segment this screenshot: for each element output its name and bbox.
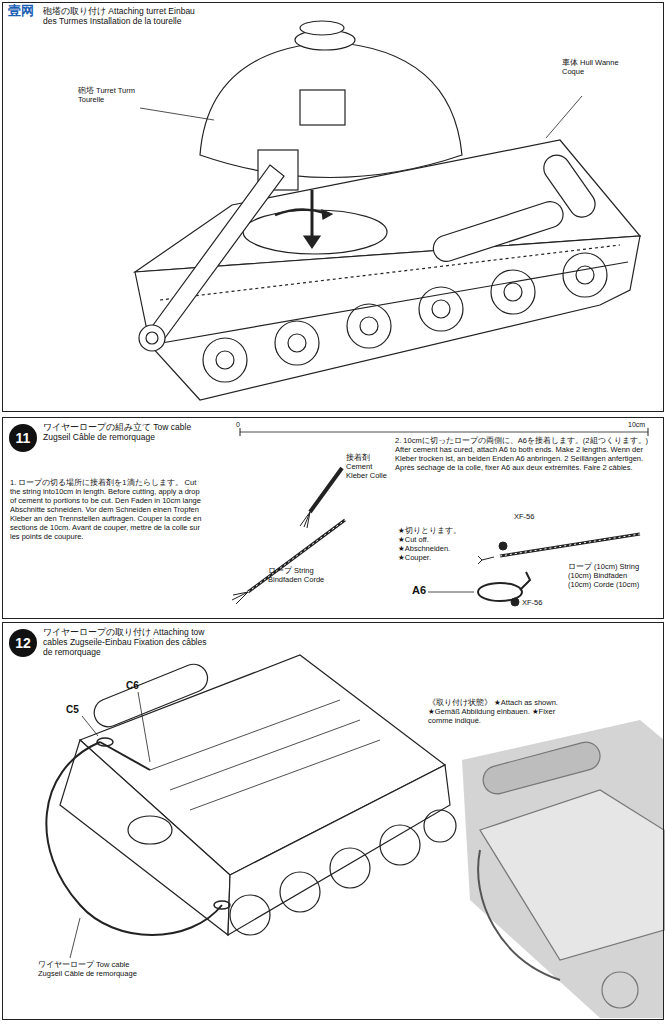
drawing-stroke (82, 716, 98, 736)
tank-rear-step (46, 655, 664, 1018)
drawing-stroke (214, 901, 230, 909)
drawing-stroke (500, 534, 640, 556)
step-heading: ワイヤーロープの取り付け Attaching tow cables Zugsei… (43, 627, 213, 657)
step-number-text: 11 (16, 430, 31, 446)
drawing-stroke (330, 848, 370, 888)
drawing-stroke (360, 317, 378, 335)
drawing-stroke (146, 332, 158, 344)
drawing-stroke (576, 266, 594, 284)
drawing-stroke (200, 42, 462, 178)
drawing-stroke (216, 351, 234, 369)
drawing-stroke (478, 850, 560, 980)
drawing-stroke (424, 810, 456, 842)
drawing-stroke (428, 592, 474, 593)
drawing-stroke (430, 198, 566, 264)
drawing-stroke (150, 700, 380, 810)
drawing-stroke (499, 542, 507, 550)
drawing-stroke (300, 90, 345, 125)
drawing-stroke (70, 918, 80, 958)
drawing-stroke (248, 520, 345, 592)
drawing-stroke (46, 742, 222, 935)
step-heading: 砲塔の取り付け Attaching turret Einbau des Turm… (43, 6, 203, 26)
drawing-stroke (228, 765, 450, 935)
drawing-stroke (539, 150, 600, 222)
part-label: 車体 Hull Wanne Coque (562, 58, 622, 76)
drawing-stroke (380, 825, 420, 865)
drawing-stroke (300, 512, 310, 528)
drawing-stroke (280, 872, 320, 912)
part-label: C5 (66, 704, 86, 716)
drawing-stroke (203, 338, 247, 382)
drawing-stroke (138, 692, 150, 762)
drawing-stroke (462, 720, 664, 1018)
drawing-stroke (511, 598, 519, 606)
part-label: XF-56 (522, 598, 562, 607)
drawing-stroke (310, 468, 342, 512)
drawing-stroke (243, 210, 387, 254)
part-label: C6 (126, 680, 146, 692)
drawing-stroke (148, 165, 284, 342)
drawing-stroke (97, 738, 113, 746)
part-label: ロープ (10cm) String (10cm) Bindfaden (10cm… (568, 562, 646, 589)
drawing-stroke (491, 270, 535, 314)
part-label: 接着剤 Cement Kleber Colle (346, 453, 396, 480)
drawing-stroke (563, 253, 607, 297)
part-label: 2. 10cmに切ったロープの両側に、A6を接着します。(2組つくります。) A… (395, 436, 657, 472)
drawing-stroke (504, 283, 522, 301)
drawing-stroke (304, 236, 320, 248)
step-number: 12 (9, 629, 37, 657)
drawing-stroke (60, 740, 230, 935)
step-number: 11 (9, 424, 37, 452)
part-label: ロープ String Bindfaden Corde (268, 566, 326, 584)
drawing-stroke (248, 520, 345, 592)
drawing-stroke (288, 334, 306, 352)
part-label: 0 (236, 421, 248, 430)
drawing-stroke (232, 592, 248, 604)
drawing-stroke (520, 572, 530, 590)
drawing-stroke (240, 432, 648, 433)
drawing-stroke (128, 816, 172, 844)
step-heading: ワイヤーロープの組み立て Tow cable Zugseil Câble de … (43, 422, 203, 442)
part-label: ★切りとります。 ★Cut off. ★Abschneiden. ★Couper… (398, 526, 478, 562)
drawing-stroke (90, 660, 212, 731)
drawing-stroke (432, 300, 450, 318)
drawing-stroke (300, 21, 344, 35)
drawing-stroke (322, 210, 332, 219)
part-label: A6 (412, 584, 432, 597)
drawing-stroke (546, 96, 582, 138)
part-label: 10cm (628, 421, 658, 430)
part-label: XF-56 (514, 512, 554, 521)
drawing-stroke (275, 321, 319, 365)
drawing-stroke (478, 556, 494, 564)
part-label: 《取り付け状態》 ★Attach as shown. ★Gemäß Abbild… (428, 698, 578, 725)
drawing-stroke (275, 209, 325, 215)
drawing-stroke (500, 534, 640, 556)
drawing-stroke (160, 245, 620, 300)
drawing-stroke (240, 428, 241, 436)
drawing-stroke (150, 262, 628, 345)
drawing-stroke (139, 325, 165, 351)
drawing-stroke (140, 108, 214, 120)
part-label: ワイヤーロープ Tow cable Zugseil Câble de remor… (38, 960, 148, 978)
drawing-stroke (480, 790, 664, 960)
drawing-stroke (602, 972, 638, 1008)
part-label: 1. ロープの切る場所に接着剤を1滴たらします。 Cut the string … (10, 478, 205, 541)
drawing-stroke (347, 304, 391, 348)
drawing-stroke (480, 739, 603, 797)
drawing-stroke (419, 287, 463, 331)
watermark: 壹网 (8, 4, 48, 19)
drawing-stroke (648, 428, 649, 436)
part-label: 砲塔 Turret Turm Tourelle (78, 86, 138, 104)
drawing-stroke (318, 490, 328, 498)
drawing-stroke (311, 190, 314, 238)
drawing-stroke (230, 895, 270, 935)
tank-turret-step (135, 21, 640, 400)
step-number-text: 12 (15, 635, 31, 651)
